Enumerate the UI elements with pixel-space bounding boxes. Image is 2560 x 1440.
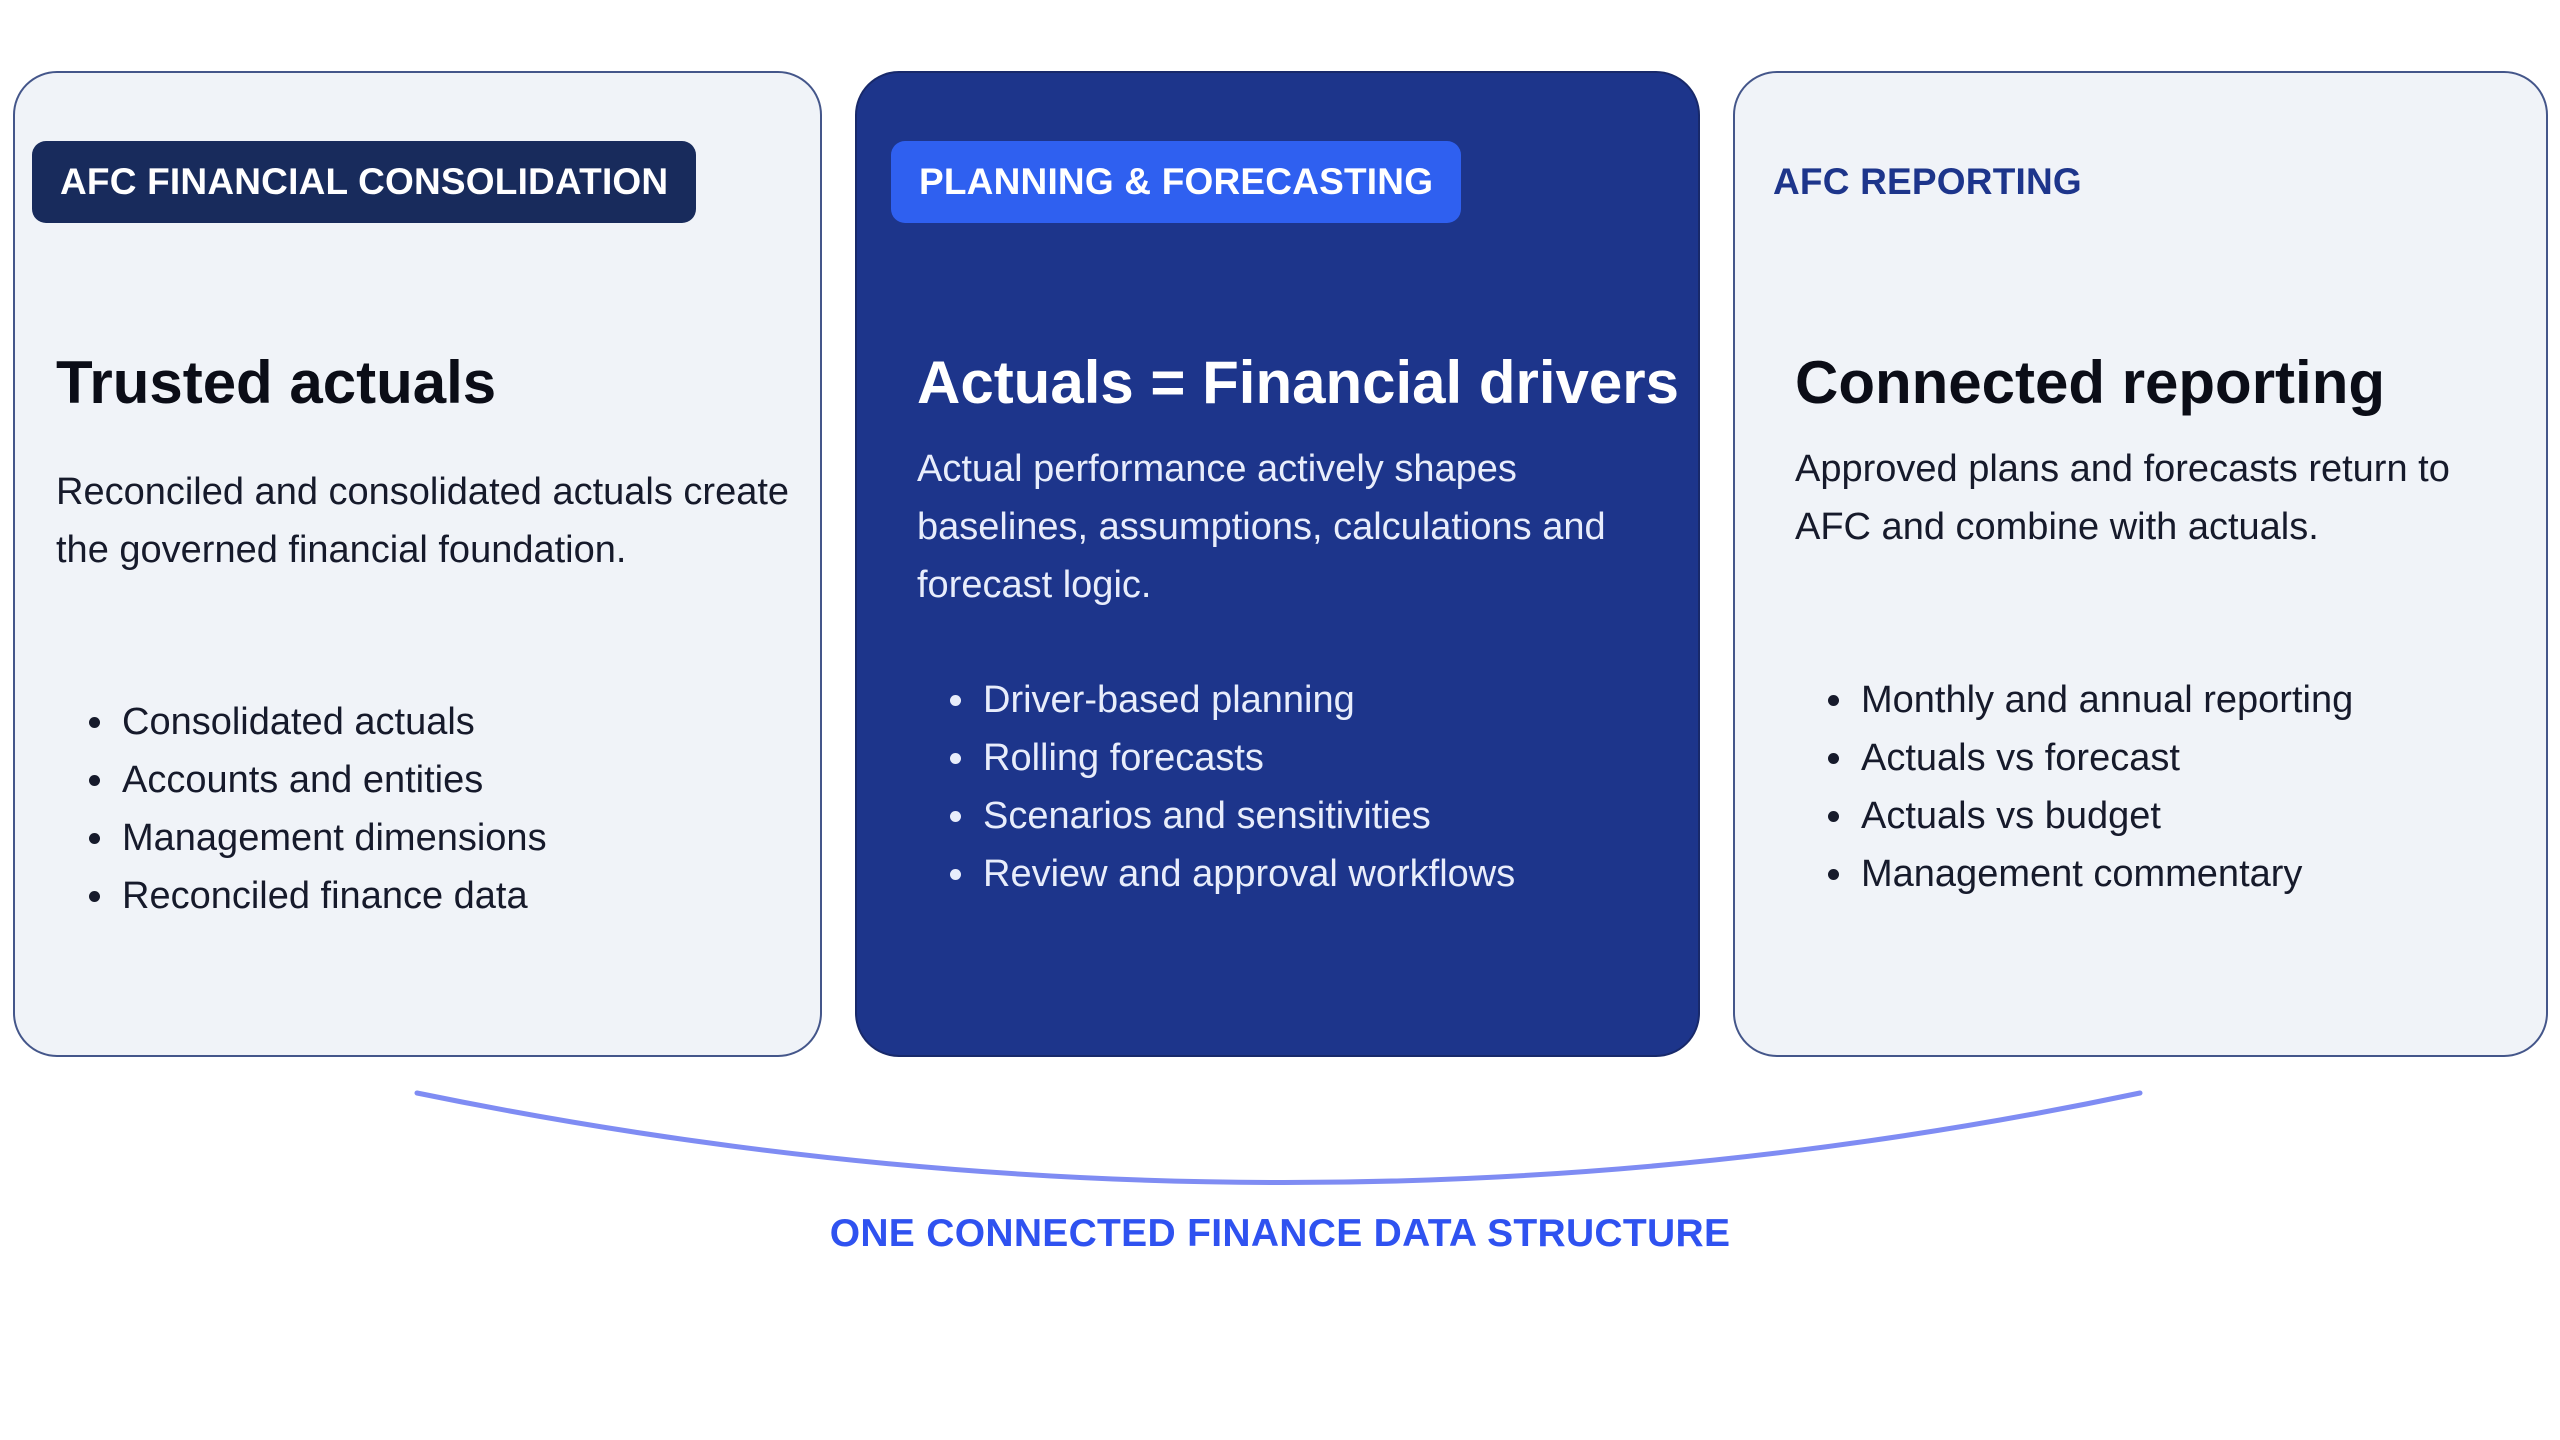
arc-line — [414, 1090, 2143, 1185]
bullet-item: Monthly and annual reporting — [1857, 671, 2353, 729]
bullet-item: Driver-based planning — [979, 671, 1515, 729]
planning-card: PLANNING & FORECASTING Actuals = Financi… — [855, 71, 1700, 1057]
consolidation-heading: Trusted actuals — [56, 349, 497, 416]
bullet-item: Actuals vs budget — [1857, 787, 2353, 845]
planning-tag: PLANNING & FORECASTING — [891, 141, 1462, 223]
planning-description: Actual performance actively shapes basel… — [917, 448, 1606, 606]
reporting-bullet-list: Monthly and annual reporting Actuals vs … — [1795, 671, 2353, 903]
consolidation-bullet-list: Consolidated actuals Accounts and entiti… — [56, 693, 547, 925]
bullet-item: Scenarios and sensitivities — [979, 787, 1515, 845]
reporting-heading: Connected reporting — [1795, 349, 2386, 416]
reporting-tag: AFC REPORTING — [1773, 161, 2082, 202]
bullet-item: Management dimensions — [118, 809, 547, 867]
consolidation-tag: AFC FINANCIAL CONSOLIDATION — [32, 141, 697, 223]
bullet-item: Consolidated actuals — [118, 693, 547, 751]
consolidation-description: Reconciled and consolidated actuals crea… — [56, 471, 790, 571]
bullet-item: Reconciled finance data — [118, 867, 547, 925]
reporting-description: Approved plans and forecasts return to A… — [1795, 448, 2450, 548]
consolidation-card: AFC FINANCIAL CONSOLIDATION Trusted actu… — [13, 71, 822, 1057]
bullet-item: Management commentary — [1857, 845, 2353, 903]
bullet-item: Actuals vs forecast — [1857, 729, 2353, 787]
planning-heading: Actuals = Financial drivers — [917, 349, 1679, 416]
reporting-card: AFC REPORTING Connected reporting Approv… — [1733, 71, 2548, 1057]
diagram-caption: ONE CONNECTED FINANCE DATA STRUCTURE — [829, 1212, 1731, 1255]
bullet-item: Rolling forecasts — [979, 729, 1515, 787]
bullet-item: Review and approval workflows — [979, 845, 1515, 903]
bullet-item: Accounts and entities — [118, 751, 547, 809]
planning-bullet-list: Driver-based planning Rolling forecasts … — [917, 671, 1515, 903]
